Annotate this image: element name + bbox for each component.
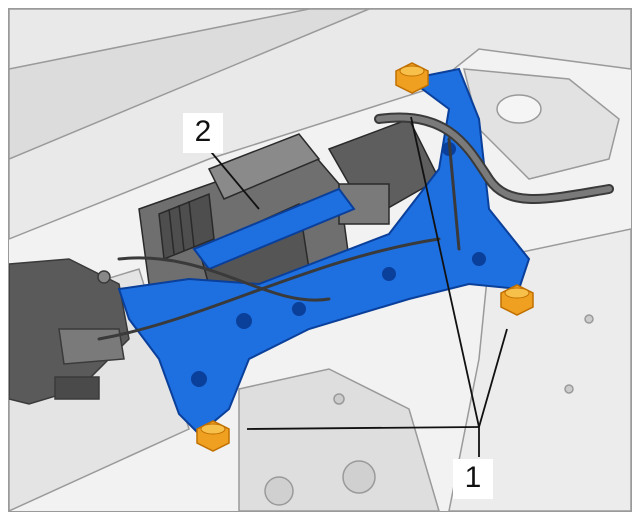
leader-line-1c bbox=[246, 426, 480, 430]
leader-line-1b bbox=[478, 328, 508, 428]
diagram-frame: 1 2 bbox=[8, 8, 632, 512]
callout-label-1: 1 bbox=[453, 459, 493, 499]
nut-icon bbox=[395, 62, 429, 94]
nut-icon bbox=[500, 284, 534, 316]
callout-label-2: 2 bbox=[183, 113, 223, 153]
nut-icon bbox=[196, 420, 230, 452]
assembly-illustration bbox=[9, 9, 631, 511]
leader-line-2 bbox=[206, 146, 260, 210]
leader-line-1a bbox=[410, 116, 480, 428]
hoses bbox=[97, 112, 614, 341]
mounting-bracket bbox=[117, 67, 531, 436]
leader-lines bbox=[206, 116, 508, 457]
